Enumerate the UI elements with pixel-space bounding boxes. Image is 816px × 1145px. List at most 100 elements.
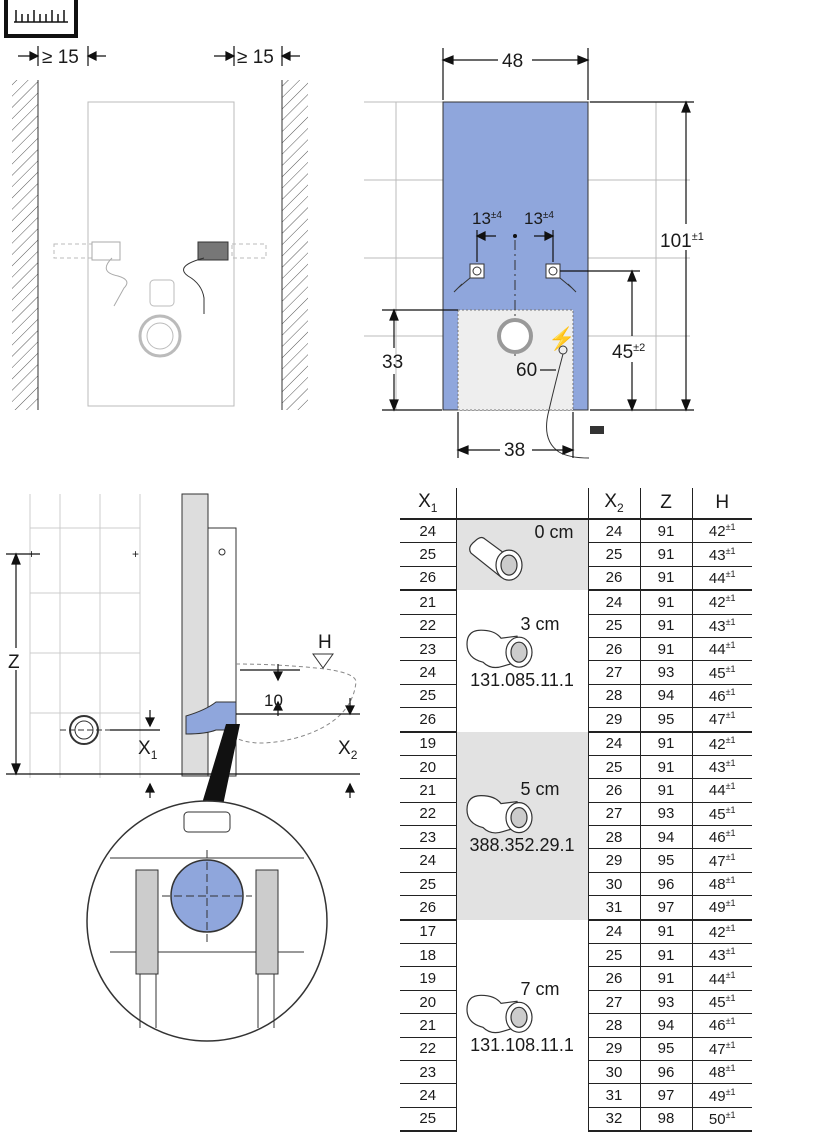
cell-h-value: 44 xyxy=(708,782,726,800)
cell-h-value: 43 xyxy=(708,759,726,777)
cell-h: 43±1 xyxy=(691,943,752,968)
cell-h: 42±1 xyxy=(691,590,752,615)
left-wall xyxy=(12,80,38,410)
cell-h-value: 44 xyxy=(708,970,726,988)
fitting-size-label: 5 cm xyxy=(520,779,560,800)
electric-icon: ⚡ xyxy=(548,326,575,352)
cell-z: 96 xyxy=(639,872,692,897)
cell-x1: 26 xyxy=(400,895,456,921)
cell-h-tolerance: ±1 xyxy=(725,993,736,1003)
cutout-width-label: 38 xyxy=(504,440,525,461)
cell-x2: 24 xyxy=(587,590,640,615)
cell-z: 96 xyxy=(639,1060,692,1085)
cell-z: 91 xyxy=(639,519,692,544)
cell-z: 97 xyxy=(639,1083,692,1108)
pipe-fitting-icon xyxy=(465,794,533,834)
pipe-diameter-label: 60 xyxy=(516,360,537,381)
cell-x1: 20 xyxy=(400,755,456,780)
cell-z: 93 xyxy=(639,990,692,1015)
cell-x2: 29 xyxy=(587,707,640,733)
cell-x1: 19 xyxy=(400,731,456,756)
cell-h-tolerance: ±1 xyxy=(725,1063,736,1074)
cell-h: 46±1 xyxy=(691,1013,752,1038)
cell-h: 44±1 xyxy=(691,637,752,662)
cell-h-value: 44 xyxy=(708,641,726,659)
cell-h-value: 42 xyxy=(708,735,726,753)
cell-h: 47±1 xyxy=(691,848,752,873)
cell-h-tolerance: ±1 xyxy=(725,616,736,627)
fitting-size-label: 0 cm xyxy=(534,522,574,542)
cell-h-tolerance: ±1 xyxy=(725,1086,736,1097)
cell-x1: 19 xyxy=(400,966,456,991)
cell-x1: 24 xyxy=(400,1083,456,1108)
cell-x2: 30 xyxy=(587,1060,640,1085)
cell-h-value: 46 xyxy=(708,687,726,705)
cell-x2: 24 xyxy=(587,519,640,544)
cell-h-value: 43 xyxy=(708,947,726,965)
cell-h-tolerance: ±1 xyxy=(725,663,736,674)
cell-x1: 24 xyxy=(400,848,456,873)
cell-h-tolerance: ±1 xyxy=(725,593,736,604)
cell-h-value: 43 xyxy=(708,617,726,635)
cell-x1: 25 xyxy=(400,872,456,897)
cell-h-value: 43 xyxy=(708,546,726,564)
cutout-height-label: 33 xyxy=(382,352,403,373)
cell-x1: 22 xyxy=(400,802,456,827)
cell-h-tolerance: ±1 xyxy=(725,804,736,815)
front-view-diagram: ≥ 15 ≥ 15 xyxy=(12,46,308,410)
cell-z: 93 xyxy=(639,802,692,827)
cell-z: 93 xyxy=(639,660,692,685)
z-label: Z xyxy=(8,652,20,673)
cell-x1: 25 xyxy=(400,684,456,709)
connector-right xyxy=(545,263,561,279)
cell-h: 42±1 xyxy=(691,919,752,945)
cell-z: 91 xyxy=(639,542,692,567)
cell-x2: 26 xyxy=(587,637,640,662)
cell-x1: 23 xyxy=(400,825,456,850)
svg-text:+: + xyxy=(132,547,139,561)
cell-h-tolerance: ±1 xyxy=(725,758,736,769)
fitting-size-label: 3 cm xyxy=(520,614,560,635)
cell-h-value: 49 xyxy=(708,899,726,917)
cell-x1: 26 xyxy=(400,566,456,592)
cell-h-tolerance: ±1 xyxy=(725,781,736,792)
cell-x1: 21 xyxy=(400,1013,456,1038)
cell-x2: 25 xyxy=(587,755,640,780)
cell-x1: 24 xyxy=(400,660,456,685)
cell-h-value: 45 xyxy=(708,994,726,1011)
cell-x1: 23 xyxy=(400,1060,456,1085)
cell-z: 91 xyxy=(639,566,692,592)
cell-h: 44±1 xyxy=(691,966,752,991)
cell-h-tolerance: ±1 xyxy=(725,875,736,886)
header-x2: X2 xyxy=(587,488,640,520)
cell-h: 43±1 xyxy=(691,614,752,638)
cell-h-tolerance: ±1 xyxy=(725,522,736,533)
cell-x2: 26 xyxy=(587,566,640,592)
cell-h-tolerance: ±1 xyxy=(725,545,736,556)
cell-h: 49±1 xyxy=(691,1083,752,1108)
cell-h-tolerance: ±1 xyxy=(725,1039,736,1050)
cell-h-tolerance: ±1 xyxy=(725,898,736,909)
cell-h-tolerance: ±1 xyxy=(725,568,736,579)
cell-x2: 25 xyxy=(587,542,640,567)
plug-icon xyxy=(197,241,229,261)
cell-x2: 26 xyxy=(587,966,640,991)
fitting-size-label: 7 cm xyxy=(520,978,560,999)
cell-z: 91 xyxy=(639,731,692,756)
cell-h: 48±1 xyxy=(691,872,752,897)
